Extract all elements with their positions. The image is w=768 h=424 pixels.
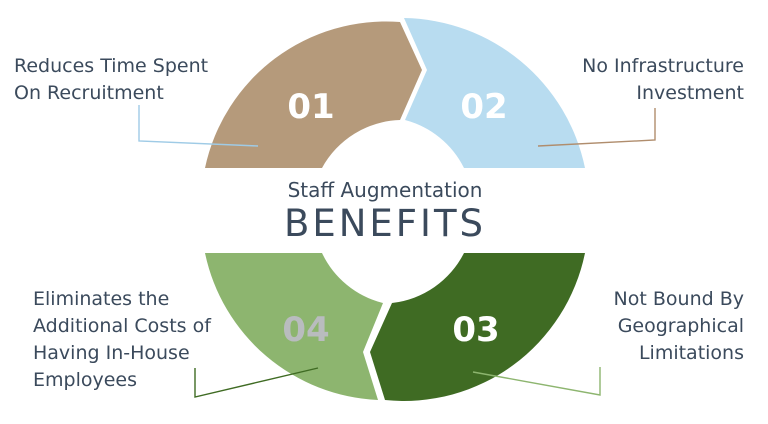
title-subtitle: Staff Augmentation [287, 178, 483, 202]
connector-line-04 [194, 367, 319, 398]
segment-number-04: 04 [282, 310, 329, 350]
segment-03 [370, 253, 585, 401]
segment-02 [404, 18, 585, 168]
connector-line-02 [537, 108, 656, 147]
connector-line-01 [138, 105, 259, 147]
segment-number-01: 01 [287, 87, 334, 127]
center-title: Staff Augmentation BENEFITS [230, 178, 540, 246]
segment-number-02: 02 [460, 87, 507, 127]
segment-01 [205, 21, 422, 168]
benefit-label-01: Reduces Time Spent On Recruitment [14, 55, 209, 104]
benefit-label-04: Eliminates the Additional Costs of Havin… [33, 288, 211, 391]
benefit-label-03: Not Bound By Geographical Limitations [613, 288, 744, 364]
title-main: BENEFITS [283, 202, 487, 245]
connector-line-03 [472, 367, 601, 396]
segment-number-03: 03 [452, 310, 499, 350]
benefit-label-02: No Infrastructure Investment [582, 55, 744, 104]
segment-04 [205, 253, 383, 400]
